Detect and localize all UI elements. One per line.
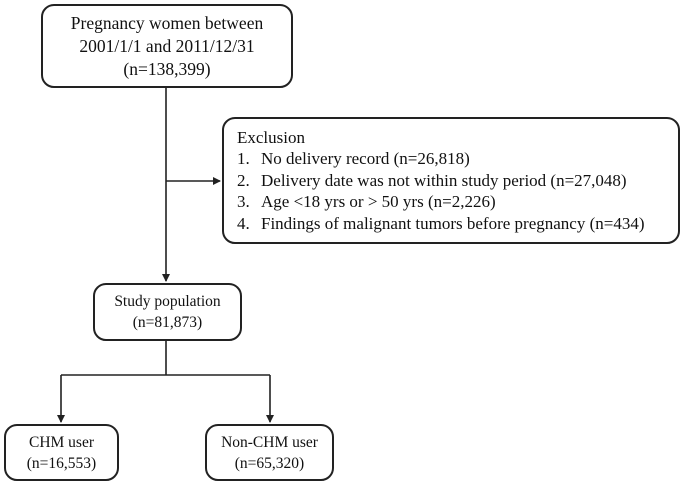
start-line-2: 2001/1/1 and 2011/12/31 bbox=[79, 35, 255, 56]
exclusion-title: Exclusion bbox=[237, 127, 305, 147]
box-pregnancy-women: Pregnancy women between 2001/1/1 and 201… bbox=[41, 4, 293, 88]
start-line-3: (n=138,399) bbox=[123, 58, 211, 79]
exclusion-item-1: 1. No delivery record (n=26,818) bbox=[237, 148, 470, 170]
exclusion-item-2-num: 2. bbox=[237, 170, 250, 190]
box-non-chm-user: Non-CHM user (n=65,320) bbox=[205, 424, 334, 481]
nonchm-line-2: (n=65,320) bbox=[234, 454, 305, 472]
exclusion-item-2-text: Delivery date was not within study perio… bbox=[261, 170, 627, 190]
exclusion-item-2: 2. Delivery date was not within study per… bbox=[237, 170, 627, 192]
start-line-1: Pregnancy women between bbox=[70, 12, 264, 33]
box-exclusion: Exclusion 1. No delivery record (n=26,818… bbox=[222, 117, 680, 244]
box-study-population: Study population (n=81,873) bbox=[93, 283, 242, 341]
exclusion-item-4-text: Findings of malignant tumors before preg… bbox=[261, 213, 645, 233]
box-chm-user: CHM user (n=16,553) bbox=[4, 424, 119, 481]
nonchm-line-1: Non-CHM user bbox=[221, 433, 318, 451]
exclusion-item-4: 4. Findings of malignant tumors before pr… bbox=[237, 213, 645, 235]
exclusion-item-3-text: Age <18 yrs or > 50 yrs (n=2,226) bbox=[261, 192, 496, 212]
exclusion-item-1-text: No delivery record (n=26,818) bbox=[261, 149, 470, 169]
exclusion-item-3: 3. Age <18 yrs or > 50 yrs (n=2,226) bbox=[237, 191, 496, 213]
chm-line-1: CHM user bbox=[28, 433, 94, 451]
exclusion-item-4-num: 4. bbox=[237, 213, 250, 233]
study-line-1: Study population bbox=[114, 293, 221, 310]
chm-line-2: (n=16,553) bbox=[26, 454, 97, 472]
exclusion-item-3-num: 3. bbox=[237, 192, 250, 212]
exclusion-item-1-num: 1. bbox=[237, 149, 250, 169]
study-line-2: (n=81,873) bbox=[132, 314, 203, 331]
